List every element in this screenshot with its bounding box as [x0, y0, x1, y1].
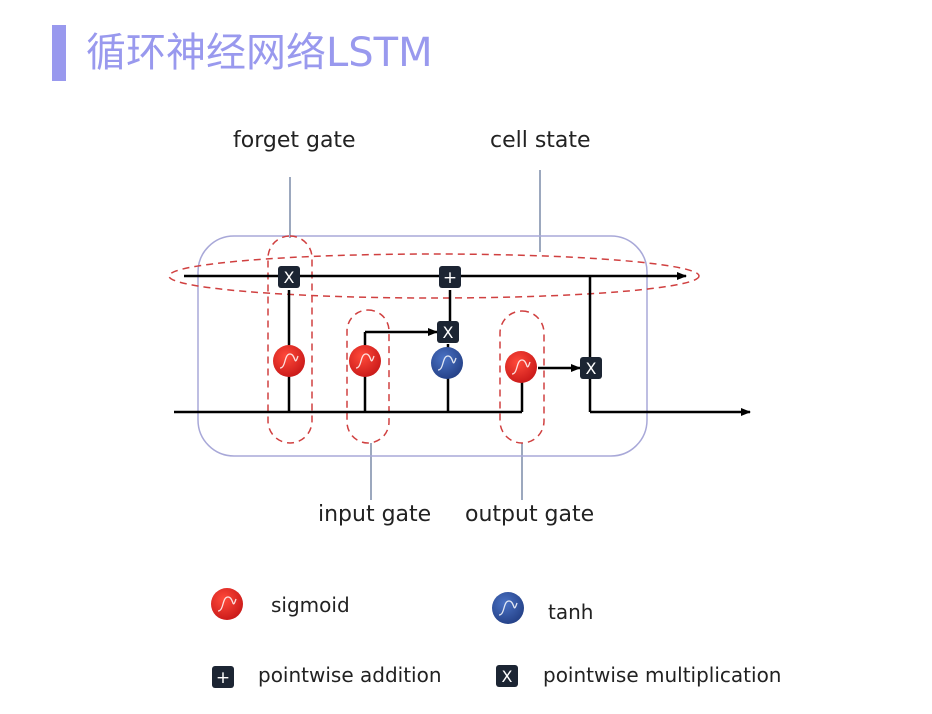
output-gate-outline — [499, 310, 545, 444]
svg-text:X: X — [443, 323, 454, 342]
svg-text:+: + — [443, 268, 457, 288]
cell-state-label: cell state — [490, 128, 591, 153]
cell-addition-op: + — [439, 266, 461, 288]
forget-gate-sigmoid-node — [273, 345, 305, 377]
page-title: 循环神经网络LSTM — [86, 30, 433, 76]
svg-text:X: X — [284, 268, 295, 287]
forget-gate-label: forget gate — [233, 128, 356, 153]
forget-gate-outline — [267, 235, 313, 444]
output-multiplication-op: X — [580, 357, 602, 379]
lstm-cell-boundary — [197, 235, 648, 457]
cell-state-outline — [168, 253, 700, 299]
legend-multiplication-icon: X — [496, 665, 518, 687]
legend-tanh-label: tanh — [548, 600, 594, 624]
input-multiplication-op: X — [437, 321, 459, 343]
svg-text:X: X — [586, 359, 597, 378]
title-accent-bar — [52, 25, 66, 81]
input-gate-outline — [346, 309, 390, 444]
output-gate-label: output gate — [465, 502, 595, 527]
legend-sigmoid-label: sigmoid — [271, 593, 350, 617]
legend-sigmoid-icon — [211, 588, 243, 620]
forget-multiplication-op: X — [278, 266, 300, 288]
input-gate-sigmoid-node — [349, 345, 381, 377]
svg-text:+: + — [216, 668, 230, 688]
output-gate-sigmoid-node — [505, 351, 537, 383]
legend-tanh-icon — [492, 592, 524, 624]
input-gate-label: input gate — [318, 502, 432, 527]
legend-addition-icon: + — [212, 666, 234, 688]
svg-text:X: X — [502, 667, 513, 686]
tanh-node — [431, 347, 463, 379]
legend-addition-label: pointwise addition — [258, 663, 442, 687]
legend-multiplication-label: pointwise multiplication — [543, 663, 782, 687]
